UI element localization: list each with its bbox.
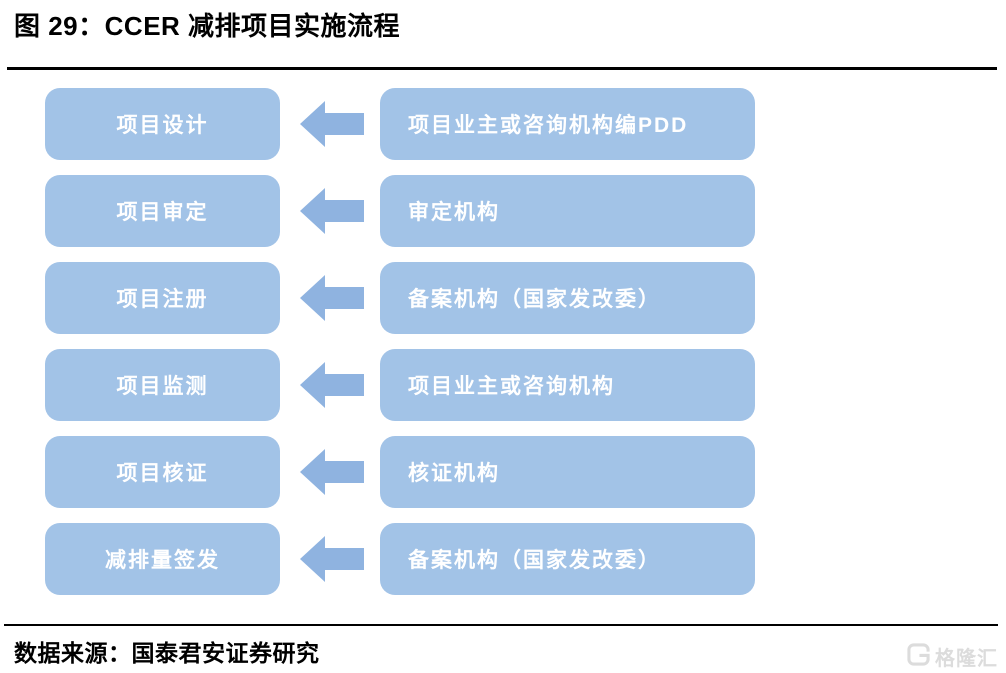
left-arrow-icon — [299, 449, 365, 495]
watermark-label: 格隆汇 — [935, 648, 998, 670]
flow-row: 项目核证 核证机构 — [0, 436, 1006, 508]
gelonghui-logo-icon — [907, 642, 930, 671]
flow-actor-box: 核证机构 — [380, 436, 755, 508]
gelonghui-watermark: 格隆汇 — [907, 642, 998, 671]
flow-step-box: 项目设计 — [45, 88, 280, 160]
flow-step-box: 项目监测 — [45, 349, 280, 421]
flow-row: 项目审定 审定机构 — [0, 175, 1006, 247]
flow-actor-box: 项目业主或咨询机构 — [380, 349, 755, 421]
flow-row: 项目注册 备案机构（国家发改委） — [0, 262, 1006, 334]
flow-actor-box: 备案机构（国家发改委） — [380, 262, 755, 334]
ccer-flowchart: 项目设计 项目业主或咨询机构编PDD 项目审定 审定机构 项目注册 备案机构（国… — [0, 88, 1006, 610]
flow-actor-box: 审定机构 — [380, 175, 755, 247]
title-divider-line — [7, 67, 997, 70]
left-arrow-icon — [299, 101, 365, 147]
flow-step-box: 项目审定 — [45, 175, 280, 247]
data-source-text: 数据来源：国泰君安证券研究 — [14, 640, 320, 666]
left-arrow-icon — [299, 362, 365, 408]
figure-title: 图 29：CCER 减排项目实施流程 — [14, 11, 401, 41]
flow-step-box: 减排量签发 — [45, 523, 280, 595]
left-arrow-icon — [299, 536, 365, 582]
footer-divider-line — [4, 624, 998, 626]
left-arrow-icon — [299, 275, 365, 321]
flow-actor-box: 项目业主或咨询机构编PDD — [380, 88, 755, 160]
left-arrow-icon — [299, 188, 365, 234]
flow-row: 减排量签发 备案机构（国家发改委） — [0, 523, 1006, 595]
flow-row: 项目监测 项目业主或咨询机构 — [0, 349, 1006, 421]
flow-actor-box: 备案机构（国家发改委） — [380, 523, 755, 595]
flow-step-box: 项目注册 — [45, 262, 280, 334]
flow-row: 项目设计 项目业主或咨询机构编PDD — [0, 88, 1006, 160]
flow-step-box: 项目核证 — [45, 436, 280, 508]
